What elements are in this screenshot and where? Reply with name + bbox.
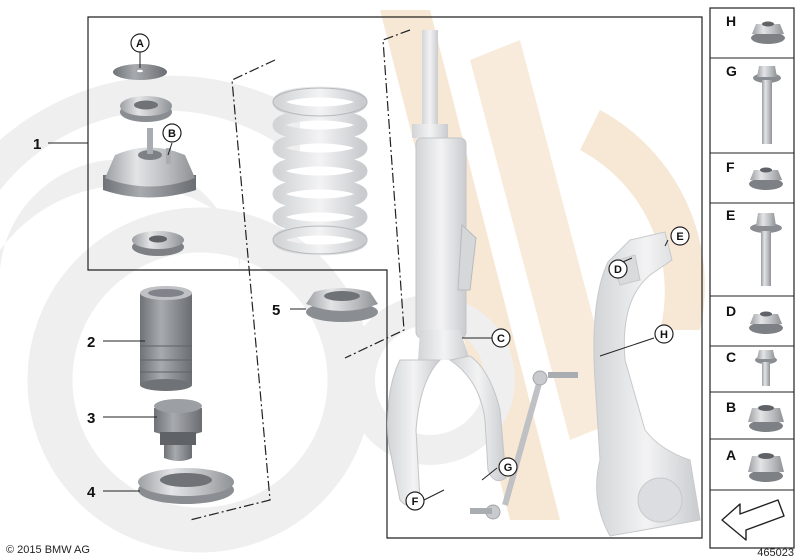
callout-c: C [491,328,511,348]
svg-text:B: B [168,128,176,140]
long-bolt-icon [753,66,781,144]
support-washer [113,64,167,80]
svg-text:E: E [676,231,683,243]
leader-lines [48,52,669,501]
svg-text:F: F [412,496,419,508]
side-panel: H G F E D [710,13,794,541]
lock-nut-icon [748,405,784,432]
strut-mount [103,128,196,198]
flange-nut-icon [751,21,785,44]
side-label-f: F [726,159,735,175]
callout-f: F [405,491,425,511]
side-label-a: A [726,447,736,463]
diagram-number: 465023 [757,547,794,559]
auxiliary-spring [154,399,202,461]
flange-bolt-icon [750,213,782,286]
strut-fork [387,355,507,507]
callout-number-1: 1 [33,136,41,153]
callout-b: B [162,123,182,143]
callout-g: G [498,457,518,477]
shock-absorber [412,30,477,360]
group-frame [87,16,703,539]
callout-number-2: 2 [87,334,95,351]
copyright-text: © 2015 BMW AG [6,544,90,556]
side-label-g: G [726,63,737,79]
coil-spring [272,86,368,256]
arrow-icon [721,499,785,541]
callout-e: E [670,226,690,246]
strut-bearing [120,96,172,122]
svg-text:A: A [136,38,144,50]
callout-number-4: 4 [87,484,96,501]
callout-number-3: 3 [87,410,95,427]
side-label-h: H [726,13,736,29]
stabilizer-link [470,370,578,520]
svg-text:C: C [497,333,505,345]
side-panel-frame [709,7,795,549]
svg-text:D: D [614,264,622,276]
spring-pad-lower [138,468,234,504]
callout-h: H [654,324,674,344]
flange-nut-icon [749,167,783,190]
side-label-e: E [726,207,735,223]
spring-seat [306,288,378,322]
short-bolt-icon [755,350,777,386]
protection-tube [140,286,192,391]
spring-pad-upper [132,231,184,256]
svg-text:G: G [504,462,513,474]
callout-a: A [130,33,150,53]
callout-number-5: 5 [272,302,280,319]
callout-d: D [608,259,628,279]
side-label-d: D [726,303,736,319]
flange-nut-icon [749,311,783,334]
assembly-line-right [344,29,411,359]
assembly-line-left [189,59,276,521]
lock-nut-icon [748,453,784,482]
svg-text:H: H [660,329,668,341]
side-label-b: B [726,399,736,415]
coil-spring-outline [272,87,368,255]
side-label-c: C [726,349,736,365]
